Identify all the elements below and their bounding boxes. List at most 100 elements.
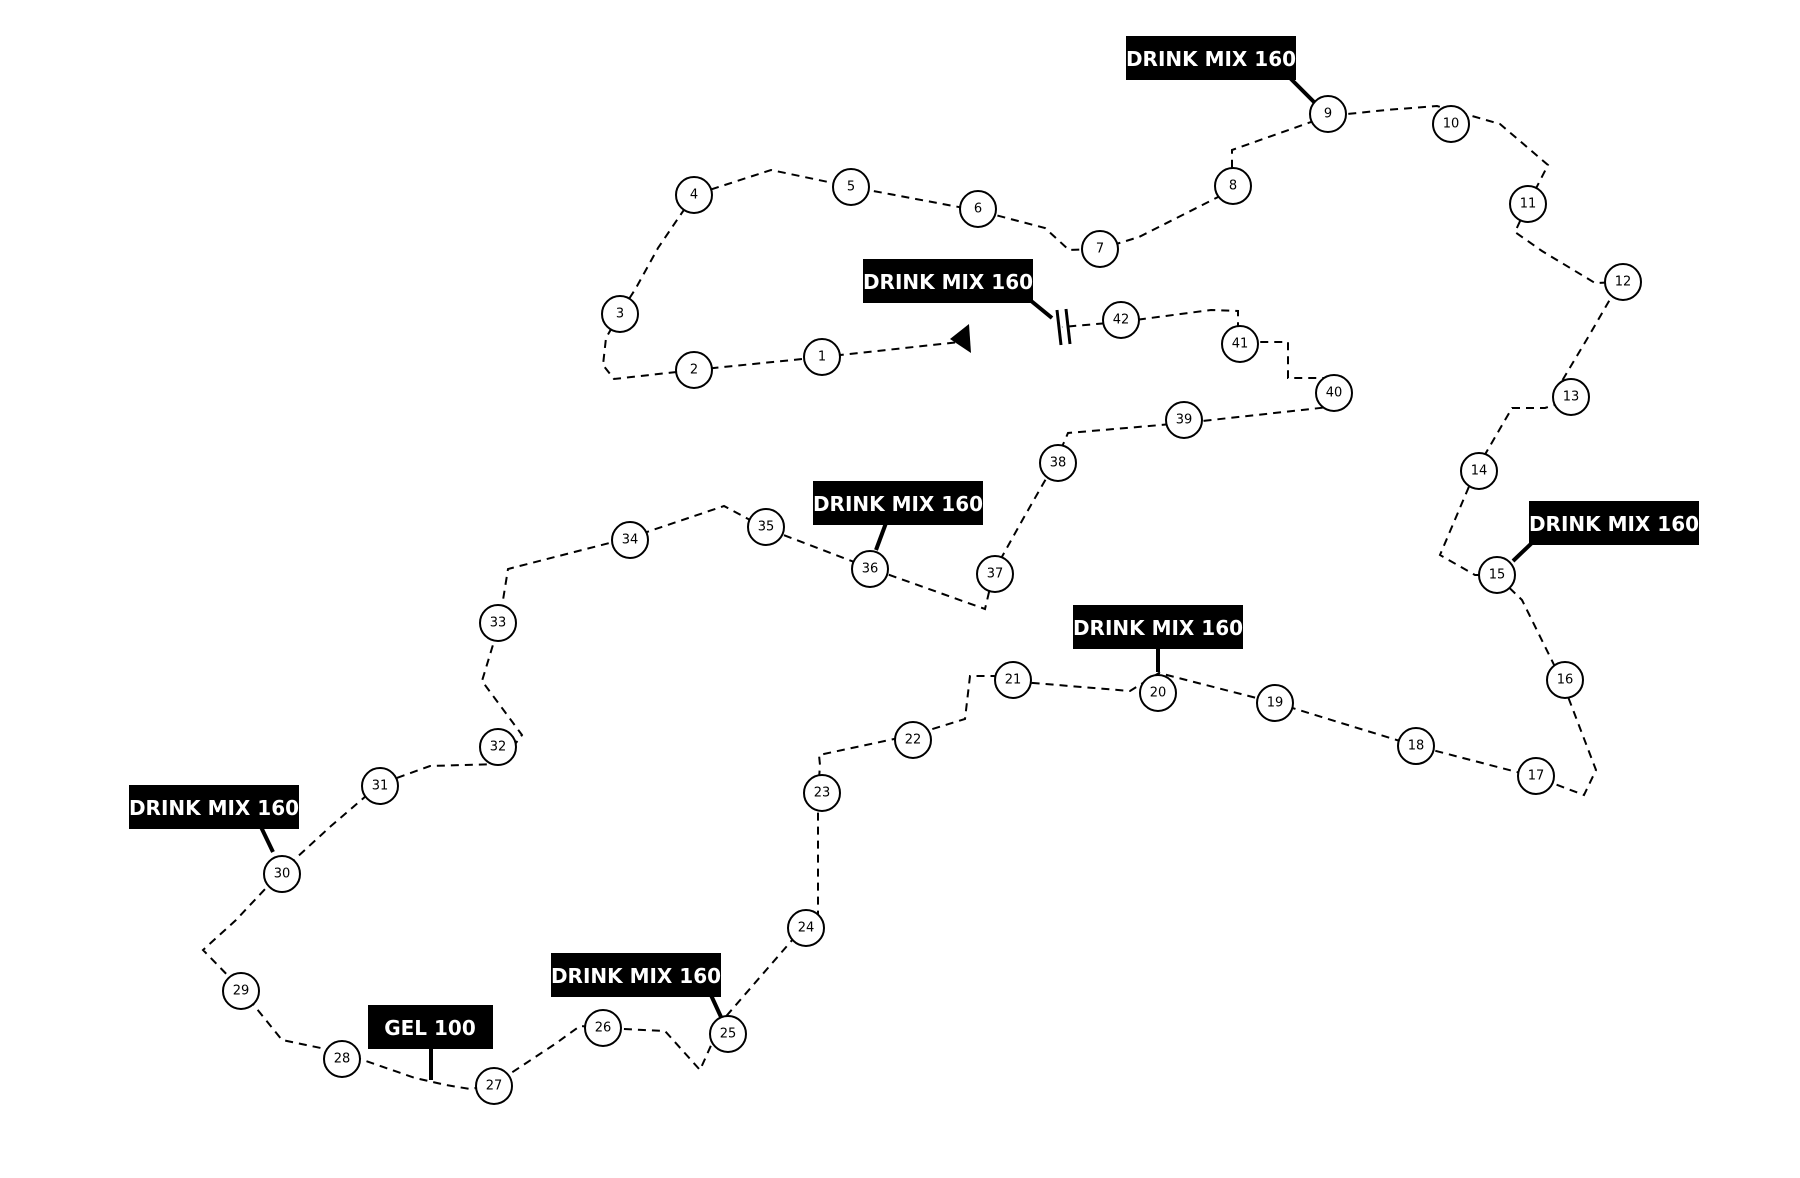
- route-marker-label: 22: [905, 733, 922, 748]
- route-marker-label: 21: [1005, 673, 1022, 688]
- route-marker-17: 17: [1517, 757, 1555, 795]
- route-marker-circle: [709, 1015, 747, 1053]
- route-marker-label: 14: [1471, 464, 1488, 479]
- supply-label-drink-mix-42: DRINK MIX 160: [863, 259, 1054, 320]
- route-marker-label: 7: [1096, 242, 1104, 257]
- route-marker-21: 21: [994, 661, 1032, 699]
- route-marker-label: 32: [490, 740, 507, 755]
- route-marker-circle: [803, 774, 841, 812]
- route-marker-label: 30: [274, 867, 291, 882]
- route-marker-circle: [894, 721, 932, 759]
- route-marker-label: 11: [1520, 197, 1537, 212]
- supply-label-text: DRINK MIX 160: [813, 492, 983, 516]
- route-marker-15: 15: [1478, 556, 1516, 594]
- route-marker-circle: [976, 555, 1014, 593]
- route-marker-label: 3: [616, 307, 624, 322]
- route-marker-circle: [1432, 105, 1470, 143]
- supply-label-drink-mix-15: DRINK MIX 160: [1511, 501, 1699, 563]
- route-marker-label: 17: [1528, 769, 1545, 784]
- route-marker-circle: [1081, 230, 1119, 268]
- route-marker-circle: [1139, 674, 1177, 712]
- route-marker-circle: [787, 909, 825, 947]
- route-marker-circle: [475, 1067, 513, 1105]
- route-marker-14: 14: [1460, 452, 1498, 490]
- route-marker-30: 30: [263, 855, 301, 893]
- route-marker-4: 4: [675, 176, 713, 214]
- route-marker-label: 40: [1326, 386, 1343, 401]
- route-marker-circle: [584, 1009, 622, 1047]
- route-marker-36: 36: [851, 550, 889, 588]
- route-marker-circle: [851, 550, 889, 588]
- route-marker-label: 13: [1563, 390, 1580, 405]
- route-marker-circle: [747, 508, 785, 546]
- route-marker-label: 41: [1232, 337, 1249, 352]
- route-marker-circle: [1478, 556, 1516, 594]
- route-marker-31: 31: [361, 767, 399, 805]
- route-marker-label: 4: [690, 188, 698, 203]
- supply-label-drink-mix-9: DRINK MIX 160: [1126, 36, 1318, 106]
- supply-layer: DRINK MIX 160 DRINK MIX 160 DRINK MIX 16…: [129, 36, 1699, 1080]
- route-marker-19: 19: [1256, 684, 1294, 722]
- route-marker-circle: [479, 604, 517, 642]
- route-marker-33: 33: [479, 604, 517, 642]
- route-marker-23: 23: [803, 774, 841, 812]
- route-marker-circle: [1039, 444, 1077, 482]
- route-marker-label: 36: [862, 562, 879, 577]
- route-marker-10: 10: [1432, 105, 1470, 143]
- route-marker-circle: [1165, 401, 1203, 439]
- route-marker-circle: [601, 295, 639, 333]
- route-marker-label: 26: [595, 1021, 612, 1036]
- route-marker-label: 23: [814, 786, 831, 801]
- route-marker-label: 29: [233, 984, 250, 999]
- route-marker-label: 5: [847, 180, 855, 195]
- route-marker-circle: [1509, 185, 1547, 223]
- route-marker-8: 8: [1214, 167, 1252, 205]
- route-marker-circle: [323, 1040, 361, 1078]
- route-marker-label: 24: [798, 921, 815, 936]
- route-marker-circle: [803, 338, 841, 376]
- route-marker-circle: [1397, 727, 1435, 765]
- route-marker-label: 9: [1324, 107, 1332, 122]
- route-marker-38: 38: [1039, 444, 1077, 482]
- route-marker-16: 16: [1546, 661, 1584, 699]
- route-marker-circle: [263, 855, 301, 893]
- supply-label-drink-mix-30: DRINK MIX 160: [129, 785, 299, 853]
- supply-label-drink-mix-36: DRINK MIX 160: [813, 481, 983, 551]
- route-marker-42: 42: [1102, 301, 1140, 339]
- start-arrow-icon: [950, 324, 971, 353]
- route-marker-39: 39: [1165, 401, 1203, 439]
- route-marker-37: 37: [976, 555, 1014, 593]
- route-marker-26: 26: [584, 1009, 622, 1047]
- supply-label-gel-27: GEL 100: [368, 1005, 493, 1080]
- finish-line-icon: [1055, 308, 1072, 346]
- route-marker-circle: [1604, 263, 1642, 301]
- route-marker-35: 35: [747, 508, 785, 546]
- route-marker-label: 16: [1557, 673, 1574, 688]
- route-marker-circle: [1221, 325, 1259, 363]
- route-marker-circle: [1546, 661, 1584, 699]
- route-marker-label: 35: [758, 520, 775, 535]
- supply-label-text: DRINK MIX 160: [129, 796, 299, 820]
- route-marker-label: 37: [987, 567, 1004, 582]
- route-marker-32: 32: [479, 728, 517, 766]
- route-marker-label: 25: [720, 1027, 737, 1042]
- route-marker-label: 6: [974, 202, 982, 217]
- supply-label-text: GEL 100: [384, 1016, 476, 1040]
- route-marker-label: 34: [622, 533, 639, 548]
- route-marker-27: 27: [475, 1067, 513, 1105]
- route-marker-18: 18: [1397, 727, 1435, 765]
- route-marker-circle: [1315, 374, 1353, 412]
- route-path: [201, 104, 1622, 1091]
- supply-label-drink-mix-25: DRINK MIX 160: [551, 953, 723, 1018]
- route-marker-circle: [479, 728, 517, 766]
- route-marker-circle: [675, 176, 713, 214]
- route-marker-6: 6: [959, 190, 997, 228]
- route-marker-label: 10: [1443, 117, 1460, 132]
- route-marker-22: 22: [894, 721, 932, 759]
- route-marker-label: 8: [1229, 179, 1237, 194]
- route-marker-9: 9: [1309, 95, 1347, 133]
- route-marker-circle: [1552, 378, 1590, 416]
- route-marker-label: 38: [1050, 456, 1067, 471]
- route-marker-circle: [1517, 757, 1555, 795]
